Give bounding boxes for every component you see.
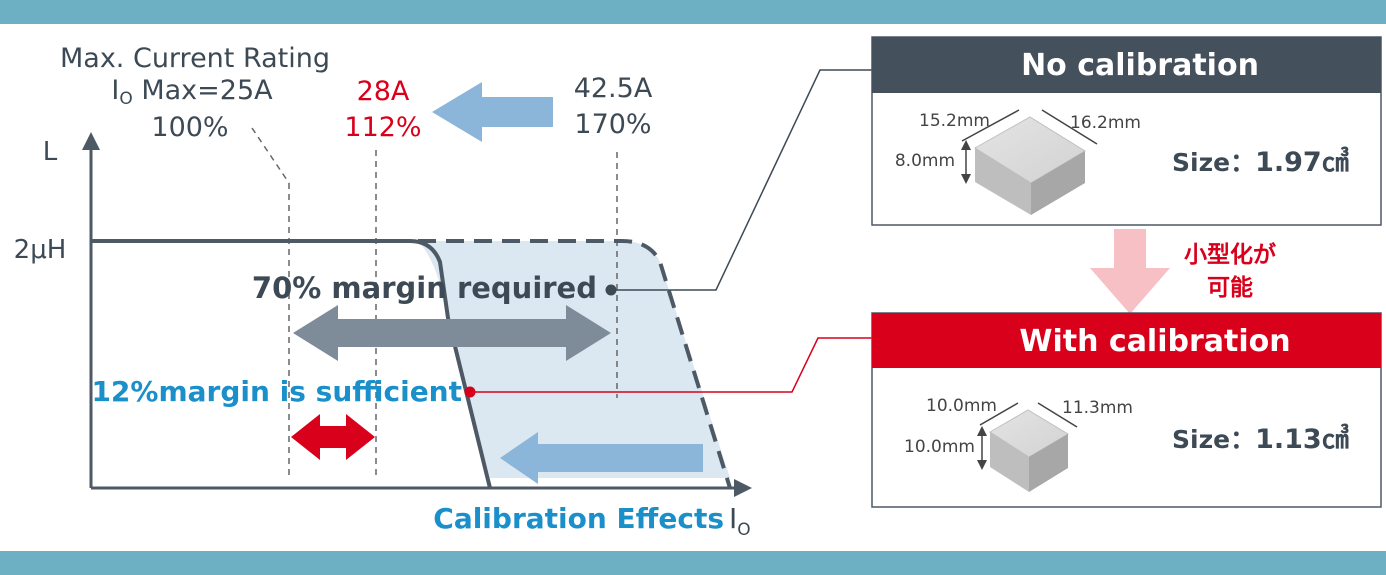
calibrated-percent: 112% — [344, 112, 421, 143]
top-banner-bar — [0, 0, 1386, 24]
bottom-banner-bar — [0, 551, 1386, 575]
margin-sufficient-arrow — [291, 414, 375, 460]
dim-top-left-1: 15.2mm — [919, 111, 990, 131]
shift-arrow-top — [432, 82, 553, 142]
calibration-region — [418, 241, 730, 478]
rating-io-line: IO Max=25A — [111, 75, 273, 109]
dim-arrowhead-1b — [961, 174, 971, 184]
dim-top-left-2: 10.0mm — [926, 396, 997, 416]
y-value-label: 2μH — [14, 235, 67, 265]
x-axis-arrowhead — [734, 479, 752, 497]
no-calibration-title: No calibration — [1021, 48, 1259, 83]
dim-arrow-top-right-2 — [1037, 402, 1078, 428]
leader-line-with-calibration — [470, 337, 872, 393]
dim-arrow-top-left-1 — [961, 109, 1020, 142]
uncalibrated-percent: 170% — [574, 109, 651, 140]
with-calibration-title: With calibration — [1019, 324, 1290, 359]
margin-sufficient-label: 12%margin is sufficient — [91, 375, 462, 408]
guide-line-100-slant — [251, 127, 290, 184]
dim-arrowhead-1a — [961, 140, 971, 150]
rating-percent: 100% — [151, 112, 228, 143]
cube-left-2 — [990, 432, 1029, 492]
no-calibration-size: Size：1.97㎤ — [1172, 146, 1349, 178]
margin-required-label: 70% margin required — [252, 271, 597, 305]
cube-left-1 — [975, 148, 1031, 215]
uncalibrated-current: 42.5A — [574, 73, 653, 104]
dim-arrowhead-2b — [977, 460, 987, 470]
shift-arrow-bottom — [500, 432, 703, 484]
uncalibrated-curve — [418, 239, 732, 489]
leader-line-no-calibration — [611, 69, 872, 291]
dim-top-right-1: 16.2mm — [1070, 113, 1141, 133]
calibrated-curve — [91, 239, 492, 489]
downsize-arrow — [1090, 229, 1170, 314]
margin-required-arrow — [293, 305, 611, 361]
rating-title: Max. Current Rating — [60, 43, 330, 74]
dim-top-right-2: 11.3mm — [1062, 398, 1133, 418]
dim-arrow-top-left-2 — [979, 402, 1019, 426]
downsize-note-line1: 小型化が — [1184, 241, 1276, 268]
y-axis-arrowhead — [82, 132, 100, 150]
x-axis-label: IO — [729, 502, 751, 540]
with-calibration-size: Size：1.13㎤ — [1172, 423, 1349, 455]
calibration-effects-label: Calibration Effects — [433, 502, 724, 535]
dim-height-1: 8.0mm — [895, 151, 955, 171]
calibrated-current: 28A — [357, 76, 410, 107]
dim-height-2: 10.0mm — [904, 437, 975, 457]
downsize-note-line2: 可能 — [1207, 274, 1253, 301]
cube-right-2 — [1029, 434, 1068, 492]
dim-arrow-top-right-1 — [1041, 109, 1098, 145]
y-axis-label: L — [43, 137, 58, 167]
dim-arrowhead-2a — [977, 426, 987, 436]
cube-right-1 — [1031, 151, 1085, 215]
no-calibration-header — [872, 37, 1381, 93]
with-calibration-header — [872, 313, 1381, 368]
